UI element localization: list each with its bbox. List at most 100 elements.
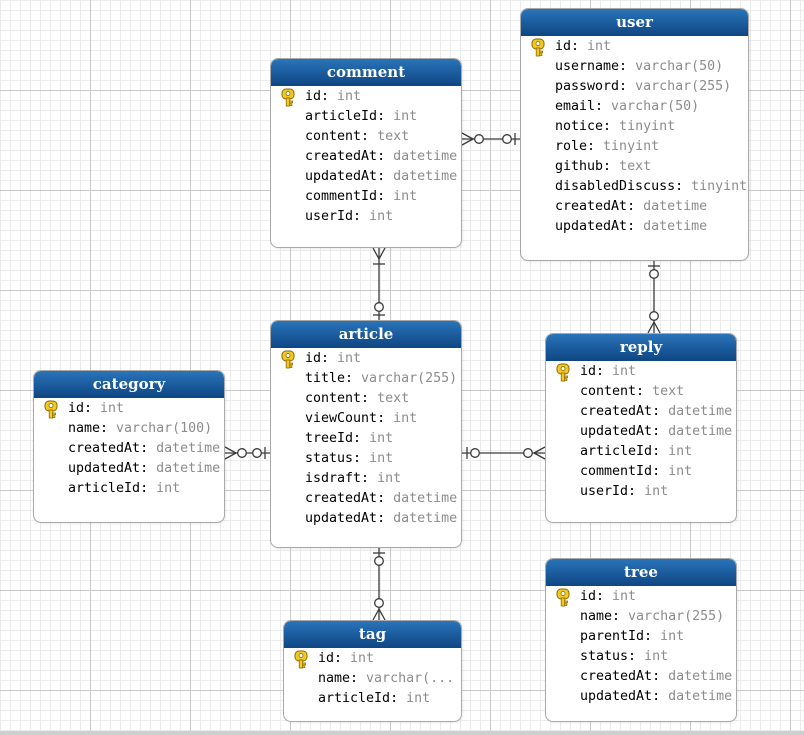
field-row[interactable]: email: varchar(50) (521, 97, 748, 117)
field-name: id (580, 589, 597, 604)
field-row[interactable]: userId: int (546, 482, 736, 502)
field-row[interactable]: role: tinyint (521, 137, 748, 157)
field-row[interactable]: content: text (271, 127, 461, 147)
entity-title: article (271, 321, 461, 348)
optional-circle (649, 311, 659, 321)
optional-circle (237, 448, 247, 458)
field-row[interactable]: articleId: int (271, 107, 461, 127)
field-name: id (318, 651, 335, 666)
field-separator: : (652, 404, 669, 419)
field-type: int (350, 651, 375, 666)
field-row[interactable]: updatedAt: datetime (271, 509, 461, 529)
primary-key-icon (556, 588, 570, 607)
field-row[interactable]: notice: tinyint (521, 117, 748, 137)
field-row[interactable]: commentId: int (271, 187, 461, 207)
optional-circle (502, 134, 512, 144)
field-row[interactable]: createdAt: datetime (546, 402, 736, 422)
field-row[interactable]: title: varchar(255) (271, 369, 461, 389)
field-row[interactable]: createdAt: datetime (521, 197, 748, 217)
field-row[interactable]: id: int (284, 649, 461, 669)
field-name: title (305, 371, 346, 386)
field-type: varchar(255) (361, 371, 458, 386)
field-row[interactable]: status: int (546, 647, 736, 667)
field-name: updatedAt (305, 511, 378, 526)
field-separator: : (321, 351, 338, 366)
field-row[interactable]: id: int (521, 37, 748, 57)
field-row[interactable]: name: varchar(... (284, 669, 461, 689)
field-row[interactable]: parentId: int (546, 627, 736, 647)
field-row[interactable]: createdAt: datetime (34, 439, 224, 459)
field-row[interactable]: userId: int (271, 207, 461, 227)
field-type: int (337, 89, 362, 104)
field-type: int (100, 401, 125, 416)
field-row[interactable]: id: int (271, 349, 461, 369)
horizontal-scrollbar[interactable] (0, 731, 804, 735)
field-row[interactable]: createdAt: datetime (271, 147, 461, 167)
crow-foot (461, 138, 474, 146)
field-row[interactable]: createdAt: datetime (546, 667, 736, 687)
field-row[interactable]: treeId: int (271, 429, 461, 449)
field-type: int (393, 189, 418, 204)
field-row[interactable]: username: varchar(50) (521, 57, 748, 77)
field-row[interactable]: articleId: int (284, 689, 461, 709)
field-separator: : (140, 481, 157, 496)
entity-title: tag (284, 621, 461, 648)
field-row[interactable]: articleId: int (546, 442, 736, 462)
field-separator: : (652, 464, 669, 479)
field-row[interactable]: status: int (271, 449, 461, 469)
optional-circle (374, 598, 384, 608)
field-separator: : (603, 119, 620, 134)
field-row[interactable]: isdraft: int (271, 469, 461, 489)
field-row[interactable]: name: varchar(255) (546, 607, 736, 627)
field-row[interactable]: github: text (521, 157, 748, 177)
field-row[interactable]: id: int (546, 587, 736, 607)
field-row[interactable]: commentId: int (546, 462, 736, 482)
field-row[interactable]: updatedAt: datetime (271, 167, 461, 187)
field-row[interactable]: updatedAt: datetime (546, 422, 736, 442)
field-type: int (668, 444, 693, 459)
entity-title: tree (546, 559, 736, 586)
field-row[interactable]: createdAt: datetime (271, 489, 461, 509)
field-type: varchar(... (366, 671, 455, 686)
field-type: datetime (643, 219, 708, 234)
field-name: updatedAt (555, 219, 628, 234)
entity-title: category (34, 371, 224, 398)
field-row[interactable]: content: text (271, 389, 461, 409)
field-type: varchar(100) (116, 421, 213, 436)
field-separator: : (628, 649, 645, 664)
field-row[interactable]: viewCount: int (271, 409, 461, 429)
field-row[interactable]: updatedAt: datetime (546, 687, 736, 707)
field-name: id (555, 39, 572, 54)
field-row[interactable]: id: int (546, 362, 736, 382)
field-row[interactable]: content: text (546, 382, 736, 402)
field-name: notice (555, 119, 604, 134)
field-row[interactable]: name: varchar(100) (34, 419, 224, 439)
crow-foot (533, 452, 546, 460)
field-name: commentId (580, 464, 653, 479)
field-name: articleId (305, 109, 378, 124)
field-row[interactable]: password: varchar(255) (521, 77, 748, 97)
crow-foot (461, 132, 474, 140)
field-row[interactable]: articleId: int (34, 479, 224, 499)
primary-key-icon (44, 400, 58, 419)
field-separator: : (595, 99, 612, 114)
field-type: datetime (643, 199, 708, 214)
field-row[interactable]: id: int (34, 399, 224, 419)
field-row[interactable]: id: int (271, 87, 461, 107)
field-row[interactable]: disabledDiscuss: tinyint (521, 177, 748, 197)
field-row[interactable]: updatedAt: datetime (34, 459, 224, 479)
field-type: datetime (393, 491, 458, 506)
field-row[interactable]: updatedAt: datetime (521, 217, 748, 237)
field-separator: : (377, 491, 394, 506)
field-separator: : (627, 219, 644, 234)
field-type: varchar(255) (628, 609, 725, 624)
field-type: datetime (668, 404, 733, 419)
